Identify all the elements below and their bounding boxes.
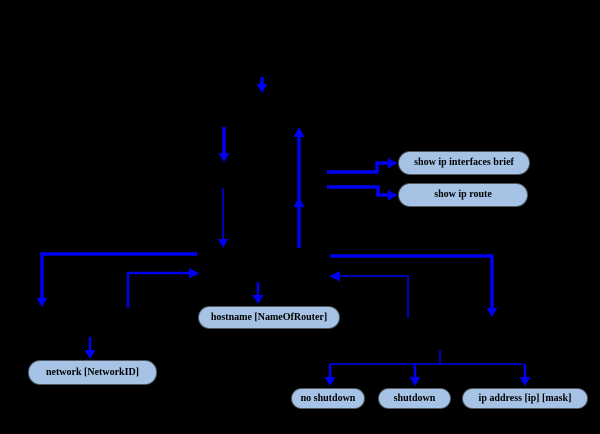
- arrow-to-show-ip-interfaces-brief: [327, 158, 398, 174]
- arrow-distribution-rail: [330, 350, 523, 365]
- arrow-up-level1: [293, 127, 305, 200]
- node-network: network [NetworkID]: [28, 360, 157, 385]
- node-label: show ip interfaces brief: [414, 157, 514, 168]
- node-label: network [NetworkID]: [45, 366, 140, 378]
- node-label: shutdown: [393, 392, 436, 404]
- node-shutdown: shutdown: [378, 388, 451, 409]
- arrow-to-network: [84, 337, 96, 359]
- node-label: hostname [NameOfRouter]: [210, 311, 328, 323]
- node-label: show ip route: [434, 189, 492, 200]
- arrow-right-branch-down: [330, 254, 498, 317]
- arrow-router-exit-up: [126, 268, 200, 308]
- node-show-ip-interfaces-brief: show ip interfaces brief: [398, 151, 530, 175]
- arrow-down-level2: [218, 188, 228, 248]
- arrow-to-no-shutdown: [324, 364, 336, 386]
- arrow-to-ip-address: [519, 364, 531, 386]
- arrow-top-entry-down: [256, 77, 268, 93]
- node-ip-address: ip address [ip] [mask]: [462, 388, 588, 409]
- node-show-ip-route: show ip route: [398, 183, 528, 207]
- arrow-to-hostname: [252, 282, 264, 304]
- node-label: ip address [ip] [mask]: [478, 392, 572, 404]
- node-hostname: hostname [NameOfRouter]: [198, 306, 340, 329]
- node-no-shutdown: no shutdown: [291, 388, 365, 409]
- arrow-to-shutdown: [409, 364, 421, 386]
- arrow-up-level2: [293, 197, 305, 248]
- arrow-to-show-ip-route: [327, 185, 398, 201]
- arrow-left-branch-down: [36, 252, 197, 307]
- arrow-down-level1: [218, 127, 230, 162]
- arrow-interface-exit-left: [329, 271, 409, 318]
- node-label: no shutdown: [300, 392, 356, 404]
